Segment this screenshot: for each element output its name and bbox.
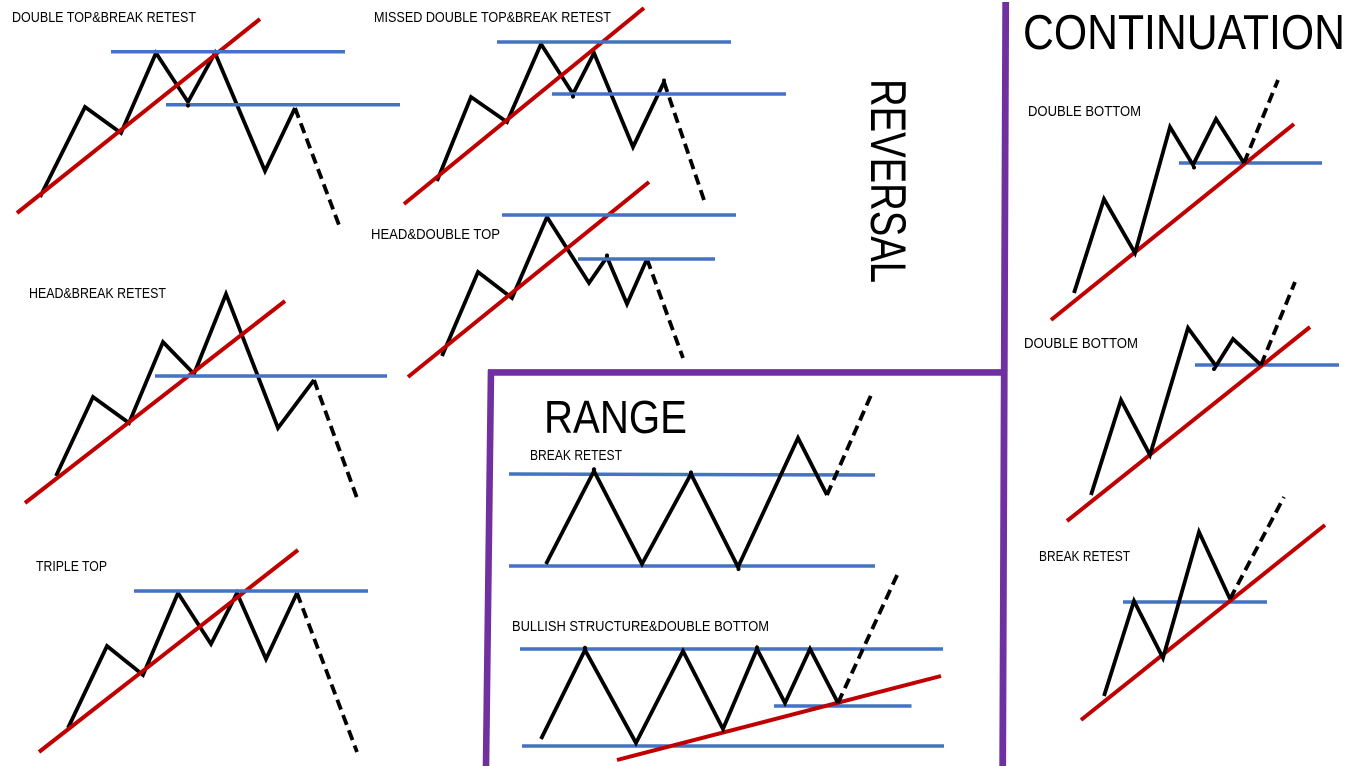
svg-text:RANGE: RANGE — [544, 391, 687, 443]
svg-text:BREAK RETEST: BREAK RETEST — [1039, 549, 1130, 565]
svg-text:BREAK RETEST: BREAK RETEST — [530, 448, 622, 464]
svg-text:DOUBLE BOTTOM: DOUBLE BOTTOM — [1024, 336, 1138, 352]
svg-text:REVERSAL: REVERSAL — [860, 79, 916, 283]
svg-text:DOUBLE TOP&BREAK RETEST: DOUBLE TOP&BREAK RETEST — [12, 10, 196, 26]
svg-text:HEAD&DOUBLE TOP: HEAD&DOUBLE TOP — [371, 227, 500, 243]
svg-text:HEAD&BREAK RETEST: HEAD&BREAK RETEST — [29, 286, 166, 302]
svg-text:MISSED DOUBLE TOP&BREAK RETEST: MISSED DOUBLE TOP&BREAK RETEST — [374, 10, 611, 26]
svg-text:TRIPLE TOP: TRIPLE TOP — [36, 559, 107, 575]
svg-text:DOUBLE BOTTOM: DOUBLE BOTTOM — [1028, 104, 1141, 120]
svg-text:CONTINUATION: CONTINUATION — [1023, 6, 1345, 60]
svg-text:BULLISH STRUCTURE&DOUBLE BOTTO: BULLISH STRUCTURE&DOUBLE BOTTOM — [512, 619, 769, 635]
